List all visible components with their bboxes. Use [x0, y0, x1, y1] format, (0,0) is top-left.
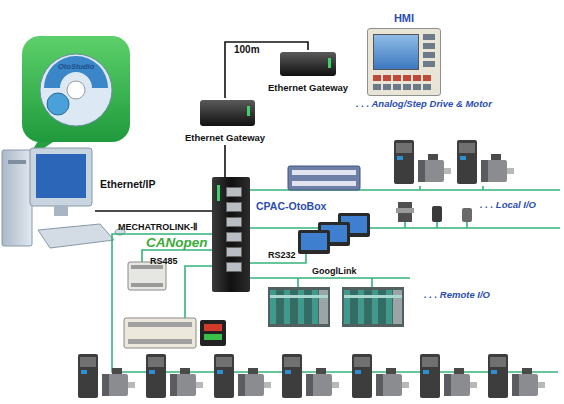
- hmi-key: [413, 84, 421, 90]
- hmi-key: [423, 75, 431, 81]
- gateway-device: [200, 100, 255, 126]
- device-group-label: . . . Remote I/O: [424, 290, 490, 301]
- terminal-strip: [128, 322, 192, 327]
- cd-hole: [67, 81, 85, 99]
- hmi-key: [423, 61, 435, 67]
- remote-io-rack: [342, 287, 404, 327]
- node-text: Ethernet Gateway: [266, 83, 350, 94]
- terminal-strip: [292, 170, 356, 175]
- network-label: Ethernet/IP: [100, 178, 155, 190]
- node-text: CPAC-OtoBox: [256, 200, 326, 212]
- controller-display: [204, 334, 222, 340]
- bus-label: GooglLink: [312, 266, 357, 276]
- hmi-key: [413, 75, 421, 81]
- rs485-wire: [185, 266, 213, 318]
- bus-label: MECHATROLINK-Ⅱ: [118, 222, 197, 232]
- port: [226, 217, 242, 227]
- hmi-key: [423, 52, 435, 58]
- hmi-key: [373, 75, 381, 81]
- plc-devices: [124, 262, 226, 348]
- bus-label: RS232: [268, 250, 296, 260]
- valve-body: [396, 208, 414, 213]
- small-plc: [128, 262, 166, 290]
- pc-drive: [8, 160, 26, 164]
- port: [226, 247, 242, 257]
- remote-io: [268, 287, 404, 327]
- gateway-device: [280, 52, 336, 76]
- cd-title: OtoStudio: [58, 63, 94, 72]
- status-led: [217, 185, 220, 201]
- edge-label: 100m: [234, 44, 260, 56]
- hmi-panels: [298, 213, 370, 254]
- ethernet-connector: [224, 145, 226, 177]
- sensor: [462, 208, 472, 222]
- servo-drive-motor: [78, 354, 135, 398]
- hmi-key: [383, 84, 391, 90]
- local-io-module: [288, 166, 360, 190]
- gateway-led: [247, 106, 250, 116]
- gateway-led: [328, 58, 331, 68]
- port: [226, 202, 242, 212]
- touch-panel: [298, 230, 330, 254]
- plc: [124, 318, 196, 348]
- pc-tower: [2, 150, 32, 246]
- pc-monitor: [30, 148, 92, 206]
- hmi-node: HMI: [365, 12, 443, 98]
- temperature-controller: [200, 320, 226, 346]
- gateway-node: Ethernet Gateway: [183, 98, 267, 145]
- controller-display: [204, 324, 222, 331]
- terminal-strip: [292, 181, 356, 186]
- hmi-key: [423, 43, 435, 49]
- ethernet-wire: [95, 210, 213, 212]
- servo-drive-motor: [420, 354, 477, 398]
- servo-drive-motor: [282, 354, 339, 398]
- node-text: HMI: [365, 12, 443, 25]
- node-text: Ethernet Gateway: [183, 133, 267, 144]
- cd-globe: [47, 93, 69, 115]
- gateway-node: Ethernet Gateway: [266, 50, 350, 95]
- drop-wire: [405, 186, 483, 228]
- hmi-key: [403, 75, 411, 81]
- mechatrolink-wire: [112, 234, 558, 372]
- servo-drive-motor: [352, 354, 409, 398]
- hmi-screen: [373, 34, 419, 70]
- servo-row: [78, 354, 545, 398]
- bus-label: RS485: [150, 256, 178, 266]
- port: [226, 262, 242, 272]
- remote-io-rack: [268, 287, 330, 327]
- software-bubble: [22, 36, 130, 160]
- bubble: [22, 36, 130, 142]
- hmi-key: [383, 75, 391, 81]
- controller-device: [212, 177, 250, 292]
- hmi-key: [373, 84, 381, 90]
- pc-illustration: [2, 148, 125, 248]
- servo-drive-motor: [488, 354, 545, 398]
- servo-drive-motor: [394, 140, 451, 184]
- servo-drive-motor: [457, 140, 514, 184]
- servo-drive-motor: [146, 354, 203, 398]
- sensor: [432, 206, 442, 222]
- device-group-label: . . . Local I/O: [480, 200, 536, 211]
- port: [226, 232, 242, 242]
- hmi-key: [403, 84, 411, 90]
- servo-drive-motor: [214, 354, 271, 398]
- hmi-key: [393, 75, 401, 81]
- terminal-strip: [128, 339, 192, 344]
- pc-screen: [36, 154, 86, 198]
- cd-disc: [40, 54, 112, 126]
- controller-node: CPAC-OtoBox: [212, 177, 328, 293]
- pc-stand: [54, 206, 68, 216]
- hmi-key: [423, 84, 431, 90]
- hmi-key: [393, 84, 401, 90]
- hmi-panel: [367, 28, 441, 96]
- googllink-wire: [250, 278, 410, 287]
- bus-label: CANopen: [146, 235, 208, 251]
- hmi-key: [423, 34, 435, 40]
- terminal-strip: [131, 283, 163, 287]
- pc-keyboard: [38, 224, 114, 248]
- fieldbus-wires: [112, 186, 560, 372]
- device-group-label: . . . Analog/Step Drive & Motor: [356, 99, 492, 110]
- port: [226, 187, 242, 197]
